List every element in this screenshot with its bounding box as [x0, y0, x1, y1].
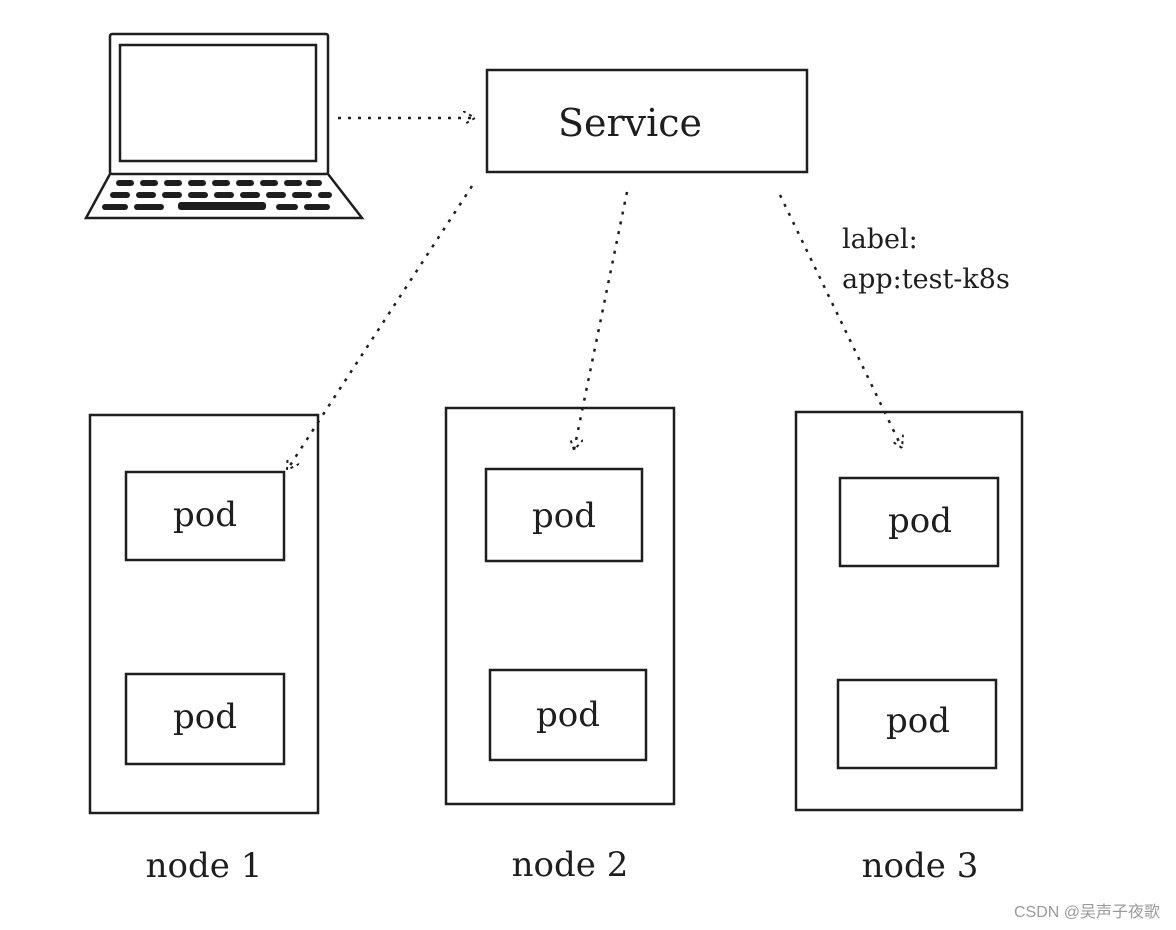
arrow-service-to-node2-pod — [574, 191, 629, 450]
node-2 — [444, 406, 676, 806]
arrow-service-to-node3-pod — [778, 194, 902, 448]
node-1 — [88, 413, 320, 815]
node-3-pod-2-label: pod — [886, 701, 950, 741]
node-1-pod-2 — [124, 672, 286, 766]
service-label: Service — [558, 101, 702, 145]
node-2-pod-1 — [484, 467, 644, 563]
node-3-pod-2 — [836, 678, 998, 770]
service-box: Service — [485, 68, 809, 174]
selector-label-line2: app:test-k8s — [842, 264, 1010, 295]
node-3-pod-1-label: pod — [888, 501, 952, 541]
arrow-service-to-node1-pod — [287, 185, 474, 470]
node-2-label: node 2 — [512, 845, 629, 885]
selector-label-line1: label: — [842, 224, 918, 255]
node-2-pod-1-label: pod — [532, 496, 596, 536]
node-1-pod-1 — [124, 470, 286, 562]
node-1-pod-1-label: pod — [173, 495, 237, 535]
node-2-pod-2-label: pod — [536, 695, 600, 735]
watermark: CSDN @吴声子夜歌 — [1013, 904, 1160, 921]
node-3 — [794, 410, 1024, 812]
laptop-icon — [83, 32, 365, 220]
node-1-label: node 1 — [146, 846, 263, 886]
node-1-pod-2-label: pod — [173, 697, 237, 737]
node-3-label: node 3 — [862, 846, 979, 886]
node-2-pod-2 — [488, 668, 648, 762]
node-3-pod-1 — [838, 476, 1000, 568]
